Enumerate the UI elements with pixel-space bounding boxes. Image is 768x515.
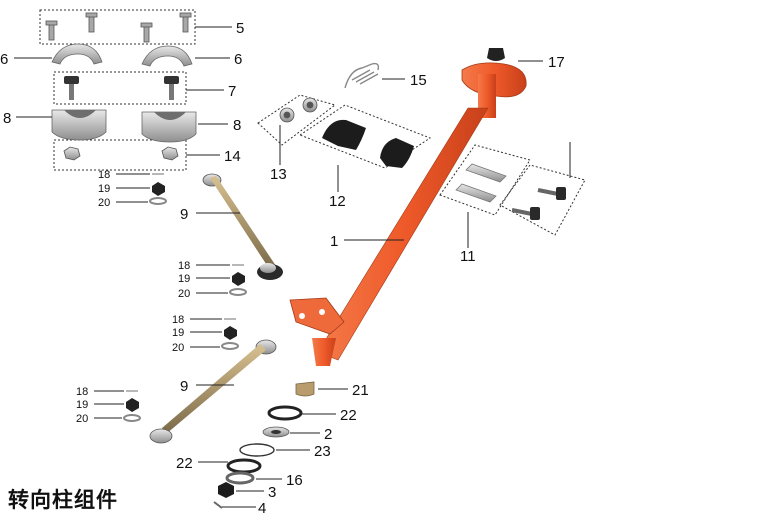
callout-12: 12 (329, 193, 346, 210)
callout-22-upper: 22 (340, 407, 357, 424)
callout-5: 5 (236, 20, 244, 37)
group-boxes (39, 9, 586, 236)
callout-6-left: 6 (0, 51, 8, 68)
callout-labels: 5 6 6 7 8 8 14 13 12 15 17 11 1 9 9 21 2… (0, 20, 565, 515)
callout-14: 14 (224, 148, 241, 165)
clamp-6-icons (51, 43, 193, 67)
washer-stack-icons (213, 405, 303, 509)
callout-21: 21 (352, 382, 369, 399)
group-box-13 (257, 94, 337, 146)
nut-13-icons (279, 97, 318, 123)
bolt-10-icons (511, 187, 566, 220)
group-box-12 (298, 104, 432, 169)
spring-15-icon (344, 62, 380, 89)
callout-20-d: 20 (76, 413, 88, 425)
small-callout-labels: 18 19 20 18 19 20 18 19 20 18 19 20 (76, 169, 190, 425)
nut-14-icons (63, 146, 179, 161)
tie-rod-9-lower (149, 339, 277, 444)
callout-18-d: 18 (76, 386, 88, 398)
callout-3: 3 (268, 484, 276, 501)
callout-20-c: 20 (172, 342, 184, 354)
bushing-12-icons (322, 119, 414, 168)
group-box-7 (53, 71, 187, 105)
pin-11-icons (455, 163, 507, 203)
leader-lines (14, 26, 571, 508)
callout-20-a: 20 (98, 197, 110, 209)
callout-19-d: 19 (76, 399, 88, 411)
callout-2: 2 (324, 426, 332, 443)
callout-18-b: 18 (178, 260, 190, 272)
callout-9-lower: 9 (180, 378, 188, 395)
diagram-title: 转向柱组件 (8, 488, 118, 512)
sleeve-21-icon (295, 381, 315, 397)
callout-22-lower: 22 (176, 455, 193, 472)
callout-9-upper: 9 (180, 206, 188, 223)
callout-18-c: 18 (172, 314, 184, 326)
group-box-14 (53, 139, 187, 171)
callout-19-c: 19 (172, 327, 184, 339)
clamp-8-icons (51, 109, 197, 143)
bolt-7-icons (64, 76, 179, 100)
callout-13: 13 (270, 166, 287, 183)
callout-16: 16 (286, 472, 303, 489)
callout-4: 4 (258, 500, 266, 515)
callout-15: 15 (410, 72, 427, 89)
callout-11: 11 (460, 248, 476, 265)
small-part-icons (123, 173, 247, 422)
tie-rod-9-upper (202, 173, 283, 280)
callout-17: 17 (548, 54, 565, 71)
cap-17-icon (487, 48, 505, 61)
bolt-5-icons (45, 12, 192, 43)
callout-8-left: 8 (3, 110, 11, 127)
callout-18-a: 18 (98, 169, 110, 181)
callout-19-a: 19 (98, 183, 110, 195)
callout-6-right: 6 (234, 51, 242, 68)
callout-23: 23 (314, 443, 331, 460)
callout-7: 7 (228, 83, 236, 100)
callout-19-b: 19 (178, 273, 190, 285)
callout-8-right: 8 (233, 117, 241, 134)
steering-column-1 (289, 62, 527, 366)
callout-1: 1 (330, 233, 338, 250)
callout-20-b: 20 (178, 288, 190, 300)
group-box-11 (439, 144, 531, 216)
group-box-5 (39, 9, 196, 45)
group-box-10 (499, 164, 586, 236)
